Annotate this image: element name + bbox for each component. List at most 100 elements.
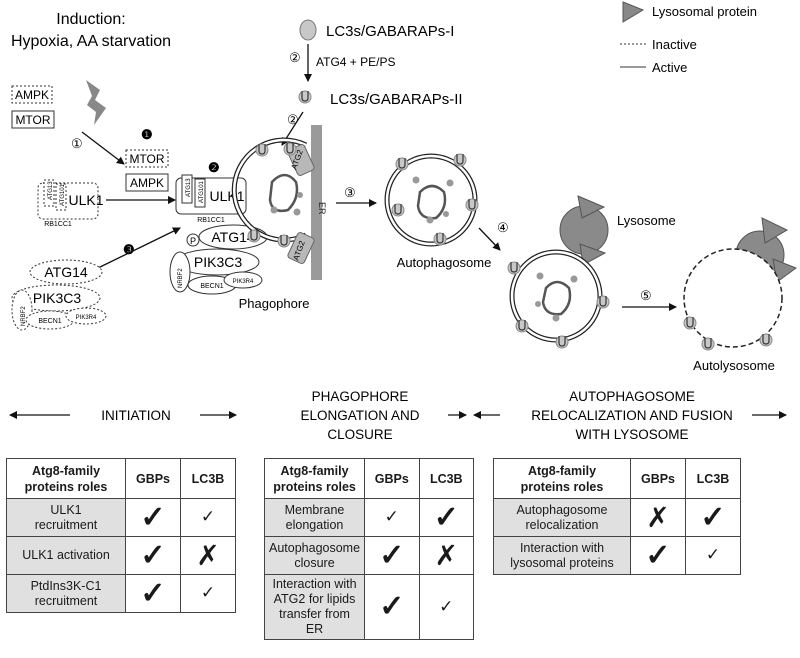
- phase-fusion-line2: RELOCALIZATION AND FUSION: [531, 408, 733, 423]
- ulk1-inactive-label: ULK1: [68, 192, 103, 208]
- atg14-active-label: ATG14: [211, 229, 255, 245]
- phase-headers: INITIATION PHAGOPHORE ELONGATION AND CLO…: [9, 389, 787, 442]
- gbps-cell: ✓: [125, 574, 181, 613]
- rb1cc1-inactive-label: RB1CC1: [44, 221, 72, 228]
- phase-initiation: INITIATION: [101, 408, 171, 423]
- lc3-ii-label: LC3s/GABARAPs-II: [330, 91, 463, 108]
- phase-elongation-line1: PHAGOPHORE: [312, 389, 409, 404]
- atg13-inactive-label: ATG13: [48, 181, 54, 200]
- table-row: ULK1 activation✓✗: [6, 536, 236, 575]
- gbps-cell: ✓: [125, 498, 181, 537]
- gbps-cell: ✓: [364, 536, 420, 575]
- autolysosome-label: Autolysosome: [693, 358, 775, 373]
- pik3c3-inactive-label: PIK3C3: [33, 290, 81, 306]
- gbps-check-icon: ✓: [140, 576, 166, 610]
- role-cell: ULK1 activation: [6, 536, 126, 575]
- legend-inactive: Inactive: [652, 37, 697, 52]
- becn1-active-label: BECN1: [200, 283, 223, 290]
- nrbf2-active-label: NRBF2: [178, 268, 184, 288]
- atg4-label: ATG4 + PE/PS: [316, 55, 395, 69]
- step-b3: ❸: [123, 242, 135, 257]
- gbps-cross-icon: ✗: [646, 500, 670, 534]
- gbps-check-icon: ✓: [140, 538, 166, 572]
- header-lc3b: LC3B: [180, 458, 236, 499]
- atg101-inactive-label: ATG101: [60, 183, 66, 206]
- lc3b-check-icon: ✓: [433, 500, 459, 534]
- pathway-diagram: Induction: Hypoxia, AA starvation Lysoso…: [11, 1, 798, 373]
- lc3-ii-icon: [298, 90, 312, 104]
- gbps-check-icon: ✓: [140, 500, 166, 534]
- cargo-mitochondrion: [268, 173, 299, 213]
- gbps-cell: ✓: [364, 498, 420, 537]
- gbps-cell: ✓: [125, 536, 181, 575]
- lc3-i-icon: [299, 19, 317, 41]
- legend-lysosomal-protein: Lysosomal protein: [652, 4, 757, 19]
- ulk1-active-label: ULK1: [209, 188, 244, 204]
- step-b1: ❶: [141, 127, 153, 142]
- atg14-inactive-label: ATG14: [44, 264, 88, 280]
- header-lc3b: LC3B: [418, 458, 475, 499]
- autophagosome-label: Autophagosome: [397, 255, 492, 270]
- step-5: ⑤: [640, 288, 652, 303]
- step-4: ④: [497, 220, 509, 235]
- lc3b-cell: ✓: [418, 574, 475, 640]
- mtor-active-label: MTOR: [15, 113, 50, 127]
- induction-subtitle: Hypoxia, AA starvation: [11, 33, 171, 50]
- lc3b-cross-icon: ✗: [434, 538, 458, 572]
- gbps-cell: ✓: [364, 574, 420, 640]
- er-bar: [311, 125, 322, 280]
- lc3b-check-icon: ✓: [705, 545, 721, 564]
- pik3r4-inactive-label: PIK3R4: [76, 315, 97, 321]
- lc3b-cell: ✓: [180, 574, 236, 613]
- phagophore-label: Phagophore: [239, 296, 310, 311]
- phase-elongation-line2: ELONGATION AND: [300, 408, 419, 423]
- step-3: ③: [344, 185, 356, 200]
- header-lc3b: LC3B: [685, 458, 741, 499]
- induction-title: Induction:: [56, 11, 125, 28]
- lc3b-cell: ✓: [180, 498, 236, 537]
- lc3b-cell: ✗: [418, 536, 475, 575]
- lysosomal-protein-icon: [622, 1, 645, 23]
- lc3b-cell: ✓: [418, 498, 475, 537]
- step-2-lower: ②: [287, 112, 299, 127]
- lc3b-check-icon: ✓: [200, 507, 216, 526]
- autolysosome: [683, 248, 783, 348]
- header-gbps: GBPs: [125, 458, 181, 499]
- ampk-inactive-label: AMPK: [15, 88, 49, 102]
- gbps-cell: ✗: [630, 498, 686, 537]
- lysosome-label: Lysosome: [617, 213, 676, 228]
- legend-active: Active: [652, 60, 687, 75]
- lc3b-cell: ✓: [685, 536, 741, 575]
- gbps-check-icon: ✓: [384, 507, 399, 526]
- phase-fusion-line3: WITH LYSOSOME: [575, 427, 688, 442]
- lc3-i-label: LC3s/GABARAPs-I: [326, 23, 454, 40]
- lc3b-check-icon: ✓: [439, 596, 454, 616]
- atg101-active-label: ATG101: [199, 180, 205, 203]
- pik3c3-active-label: PIK3C3: [194, 254, 242, 270]
- header-gbps: GBPs: [630, 458, 686, 499]
- lightning-icon: [86, 80, 106, 125]
- header-gbps: GBPs: [364, 458, 420, 499]
- gbps-cell: ✓: [630, 536, 686, 575]
- atg13-active-label: ATG13: [186, 178, 192, 197]
- lc3b-check-icon: ✓: [200, 583, 216, 602]
- lc3b-cell: ✓: [685, 498, 741, 537]
- ampk-active-label: AMPK: [130, 176, 164, 190]
- pik3r4-active-label: PIK3R4: [233, 279, 254, 285]
